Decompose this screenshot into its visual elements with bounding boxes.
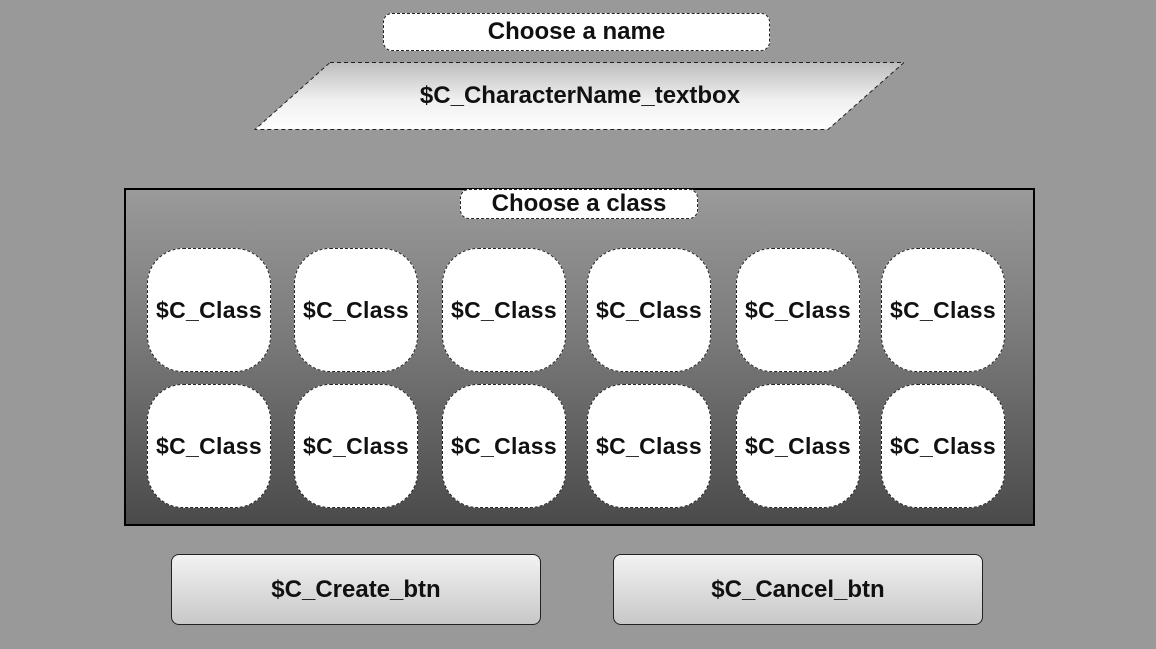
class-option-4[interactable]: $C_Class bbox=[587, 248, 711, 372]
class-option-6[interactable]: $C_Class bbox=[881, 248, 1005, 372]
class-option-10[interactable]: $C_Class bbox=[587, 384, 711, 508]
class-option-9[interactable]: $C_Class bbox=[442, 384, 566, 508]
class-option-12[interactable]: $C_Class bbox=[881, 384, 1005, 508]
class-option-1[interactable]: $C_Class bbox=[147, 248, 271, 372]
cancel-button[interactable]: $C_Cancel_btn bbox=[613, 554, 983, 625]
class-option-8[interactable]: $C_Class bbox=[294, 384, 418, 508]
class-section-label: Choose a class bbox=[460, 189, 698, 219]
character-name-textbox[interactable]: $C_CharacterName_textbox bbox=[254, 62, 906, 130]
textbox-shape bbox=[254, 62, 906, 130]
character-name-value: $C_CharacterName_textbox bbox=[419, 82, 741, 109]
class-option-11[interactable]: $C_Class bbox=[736, 384, 860, 508]
class-option-5[interactable]: $C_Class bbox=[736, 248, 860, 372]
name-section-label: Choose a name bbox=[383, 13, 770, 51]
create-button[interactable]: $C_Create_btn bbox=[171, 554, 541, 625]
class-option-2[interactable]: $C_Class bbox=[294, 248, 418, 372]
class-option-7[interactable]: $C_Class bbox=[147, 384, 271, 508]
class-option-3[interactable]: $C_Class bbox=[442, 248, 566, 372]
